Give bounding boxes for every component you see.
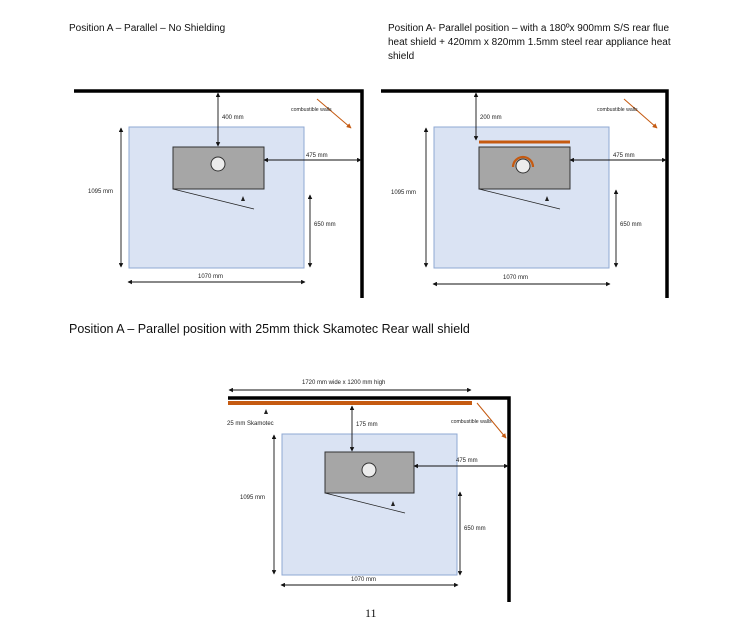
corner-label: 650 mm [314,222,336,228]
caption-diagram-1: Position A – Parallel – No Shielding [69,23,226,34]
marker [545,196,549,201]
flue-outlet [515,158,531,174]
hearth [433,126,610,269]
caption-diagram-3: Position A – Parallel position with 25mm… [69,322,470,336]
width-label: 1070 mm [503,275,528,281]
shield-marker [264,409,268,414]
flue-outlet [210,156,226,172]
diagram-3: 1720 mm wide x 1200 mm high 25 mm Skamot… [227,380,511,602]
walls-label: combustible walls [451,419,492,425]
walls-label: combustible walls [291,107,332,113]
pointer-line [172,188,255,210]
flue-outlet [361,462,377,478]
wall [74,89,364,298]
wall [381,89,669,298]
caption-diagram-2: Position A- Parallel position – with a 1… [388,23,671,62]
walls-pointer [623,98,658,129]
depth-label: 1095 mm [88,189,113,195]
front-gap-label: 400 mm [222,115,244,121]
corner-label: 650 mm [464,526,486,532]
marker [241,196,245,201]
walls-pointer [316,98,352,129]
page-number: 11 [365,606,377,620]
side-gap-label: 475 mm [613,153,635,159]
depth-label: 1095 mm [240,495,265,501]
front-gap-label: 175 mm [356,422,378,428]
depth-label: 1095 mm [391,190,416,196]
side-gap-label: 475 mm [306,153,328,159]
walls-label: combustible walls [597,107,638,113]
side-gap-label: 475 mm [456,458,478,464]
wall [228,396,511,602]
corner-label: 650 mm [620,222,642,228]
stove [478,146,571,190]
marker [391,501,395,506]
front-gap-label: 200 mm [480,115,502,121]
diagram-2: 200 mm 475 mm 650 mm 1095 mm 1070 mm com… [381,89,669,298]
width-label: 1070 mm [351,577,376,583]
shield-size-label: 1720 mm wide x 1200 mm high [302,380,385,386]
width-label: 1070 mm [198,274,223,280]
diagram-1: 400 mm 475 mm 650 mm 1095 mm 1070 mm com… [74,89,364,298]
appliance-heat-shield [511,155,535,168]
shield-label: 25 mm Skamotec [227,421,274,427]
pointer-line [324,492,406,514]
pointer-line [478,188,561,210]
walls-pointer [476,402,507,439]
